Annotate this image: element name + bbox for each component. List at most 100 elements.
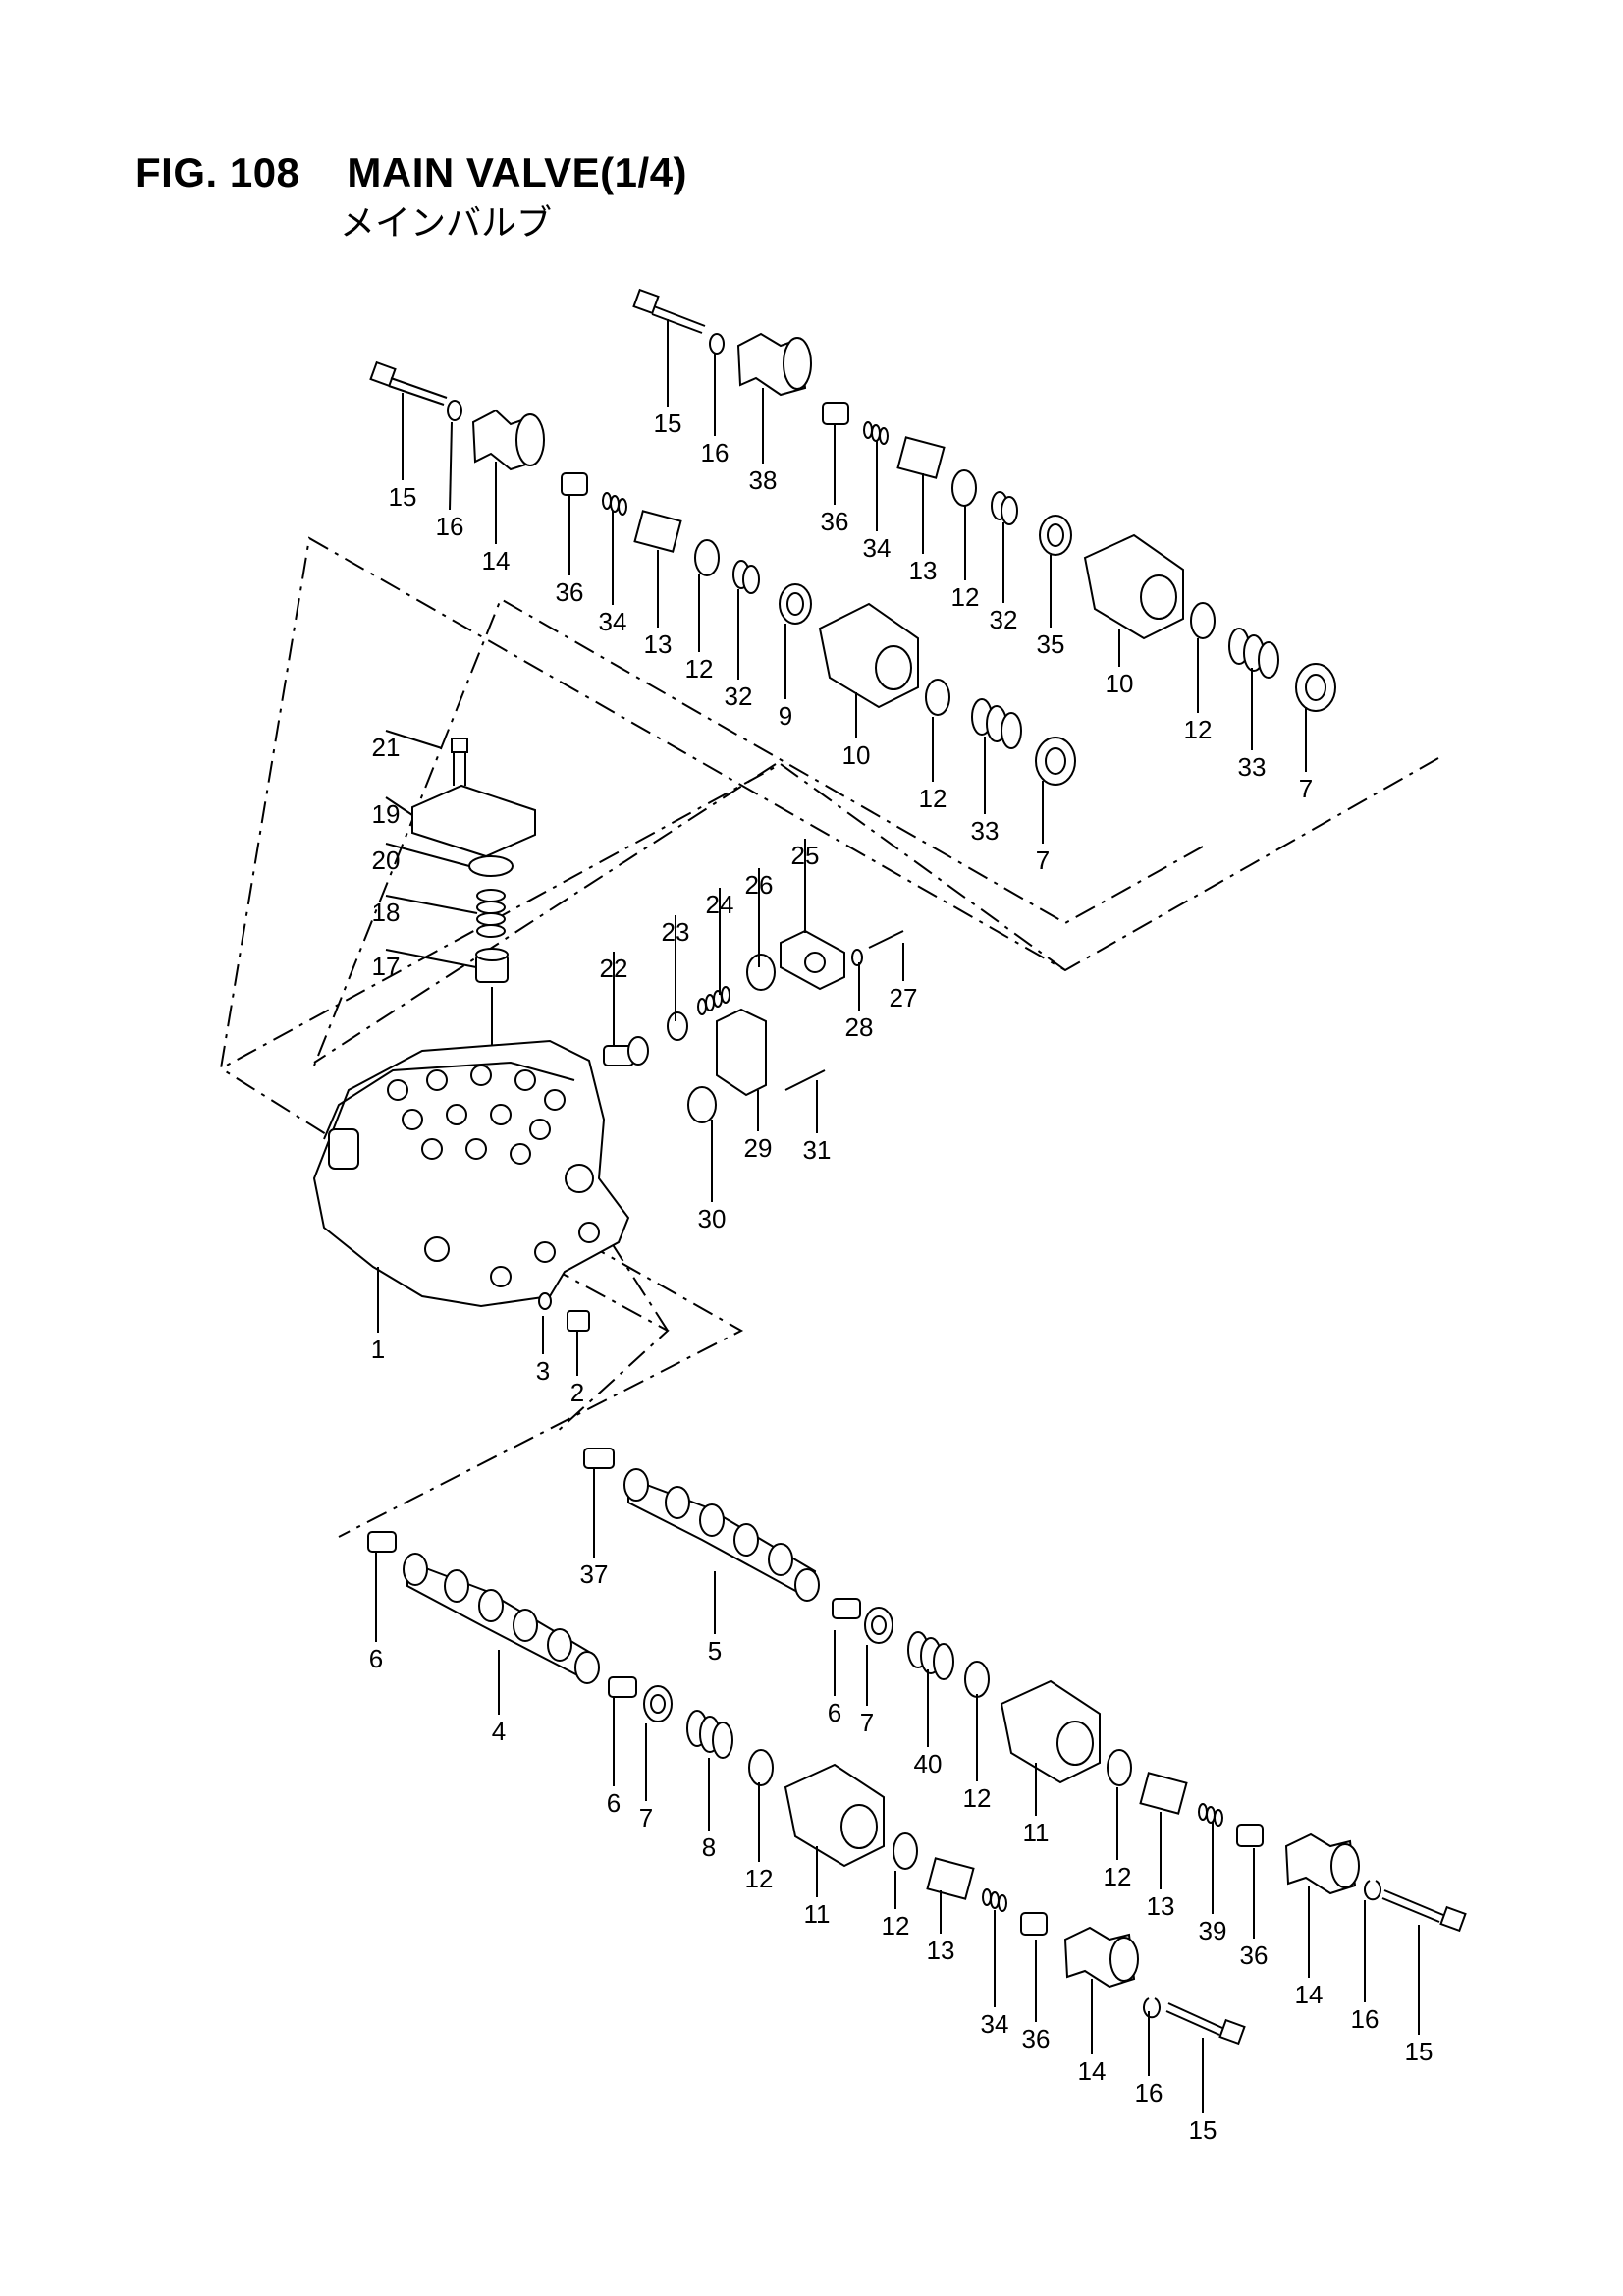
spring-part (982, 1888, 1007, 1912)
cover-part (471, 409, 545, 471)
callout-number: 34 (599, 607, 627, 636)
callout-number: 31 (803, 1135, 832, 1165)
leader-line (385, 895, 478, 914)
callout-number: 1 (371, 1335, 385, 1364)
o-ring-part (468, 855, 514, 877)
callout-number: 19 (372, 799, 401, 829)
o-ring-part (667, 1011, 688, 1041)
poppet-part (475, 948, 509, 983)
callout-number: 36 (821, 507, 849, 536)
callout-number: 38 (749, 465, 778, 495)
callout-number: 22 (600, 954, 628, 983)
callout-number: 6 (607, 1788, 621, 1818)
bolt-part (369, 360, 448, 406)
o-ring-part (951, 469, 977, 507)
seal-part (1039, 515, 1072, 556)
callout-number: 12 (919, 784, 947, 813)
callout-number: 20 (372, 846, 401, 875)
o-ring-part (746, 954, 776, 991)
plug-part (822, 402, 849, 425)
bolt-part (784, 1069, 826, 1091)
plug-part (832, 1598, 861, 1619)
callout-number: 12 (1184, 715, 1213, 744)
leader-line (385, 949, 477, 968)
plug-part (1020, 1912, 1048, 1936)
spool-part (623, 1468, 820, 1602)
leader-line (385, 796, 413, 816)
cover-part (736, 332, 812, 397)
callout-number: 33 (971, 816, 1000, 846)
leader-lines (375, 319, 1420, 2113)
callout-number: 5 (708, 1636, 722, 1666)
callout-number: 4 (492, 1717, 506, 1746)
spring-part (907, 1631, 954, 1680)
callout-number: 16 (1351, 2004, 1380, 2034)
assembly-guide-lines (219, 536, 1439, 1538)
plug-part (567, 1310, 590, 1332)
lower-left-section (367, 1531, 1246, 2046)
callout-number: 32 (725, 682, 753, 711)
callout-number: 15 (654, 409, 682, 438)
cover-part (1284, 1832, 1360, 1895)
spool-part (403, 1553, 600, 1684)
bolt-part (632, 288, 706, 334)
upper-left-section (369, 360, 1076, 786)
callout-number: 12 (951, 582, 980, 612)
callout-number: 14 (1078, 2056, 1107, 2086)
callout-number: 14 (1295, 1980, 1324, 2009)
callout-number: 35 (1037, 629, 1065, 659)
piston-part (633, 510, 682, 553)
callout-number: 40 (914, 1749, 943, 1778)
washer-part (851, 949, 863, 966)
plug-part (583, 1448, 615, 1469)
callout-number: 16 (436, 512, 464, 541)
callout-number: 13 (909, 556, 938, 585)
piston-part (1139, 1772, 1188, 1815)
bolt-part (451, 738, 468, 786)
callout-number: 6 (828, 1698, 841, 1727)
callout-number: 33 (1238, 752, 1267, 782)
gasket-plate-part (716, 1008, 767, 1097)
o-ring-part (893, 1832, 918, 1870)
spring-part (991, 491, 1018, 525)
o-ring-part (694, 539, 720, 576)
o-ring-part (964, 1661, 990, 1698)
seal-part (1035, 737, 1076, 786)
leader-line (385, 843, 470, 867)
callout-number: 12 (1104, 1862, 1132, 1891)
plug-part (1236, 1824, 1264, 1847)
callout-number: 36 (556, 577, 584, 607)
callout-number: 16 (1135, 2078, 1163, 2107)
callout-number: 39 (1199, 1916, 1227, 1945)
piston-part (896, 436, 946, 479)
callout-number: 37 (580, 1559, 609, 1589)
callout-number: 12 (963, 1783, 992, 1813)
callout-number: 12 (685, 654, 714, 683)
valve-body (312, 1039, 630, 1308)
piston-part (926, 1857, 975, 1900)
bolt-part (1381, 1889, 1467, 1933)
callout-number: 34 (863, 533, 892, 563)
callout-number: 23 (662, 917, 690, 947)
callout-number: 21 (372, 733, 401, 762)
callout-number: 16 (701, 438, 730, 467)
o-ring-part (538, 1292, 552, 1310)
cover-plate-part (411, 784, 536, 858)
callout-number: 18 (372, 898, 401, 927)
spring-part (697, 986, 730, 1015)
cover-part (1063, 1926, 1139, 1989)
callout-number: 11 (1023, 1818, 1050, 1847)
callout-number: 9 (779, 701, 792, 731)
spring-part (602, 492, 627, 516)
seal-part (1295, 663, 1336, 712)
callout-number: 3 (536, 1356, 550, 1386)
callout-number: 11 (804, 1899, 831, 1929)
callout-number: 36 (1240, 1941, 1269, 1970)
spring-part (863, 421, 889, 445)
callout-number: 17 (372, 952, 401, 981)
upper-right-section (632, 288, 1336, 712)
seal-part (779, 583, 812, 625)
spring-part (1228, 628, 1279, 679)
callout-number: 15 (1405, 2037, 1434, 2066)
